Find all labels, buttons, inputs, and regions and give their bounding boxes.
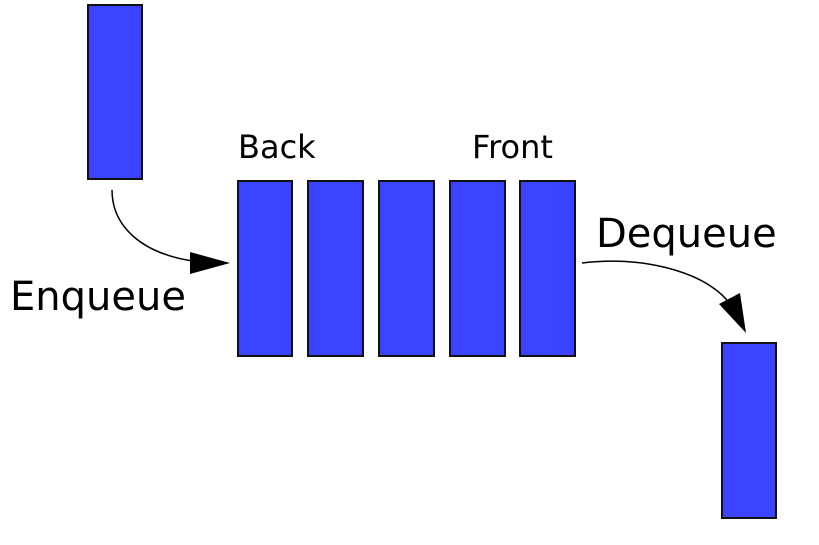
queue-element-block (378, 180, 435, 357)
queue-element-block (307, 180, 364, 357)
queue-element-block (237, 180, 293, 357)
incoming-element-block (87, 4, 143, 180)
dequeue-arrow (581, 260, 728, 301)
enqueue-label: Enqueue (10, 274, 186, 320)
queue-element-block (519, 180, 576, 357)
back-label: Back (238, 128, 316, 166)
outgoing-element-block (721, 342, 777, 519)
dequeue-arrowhead (719, 293, 746, 333)
front-label: Front (472, 128, 553, 166)
enqueue-arrowhead (190, 252, 230, 274)
queue-element-block (449, 180, 506, 357)
dequeue-label: Dequeue (596, 211, 777, 257)
enqueue-arrow (111, 189, 201, 263)
